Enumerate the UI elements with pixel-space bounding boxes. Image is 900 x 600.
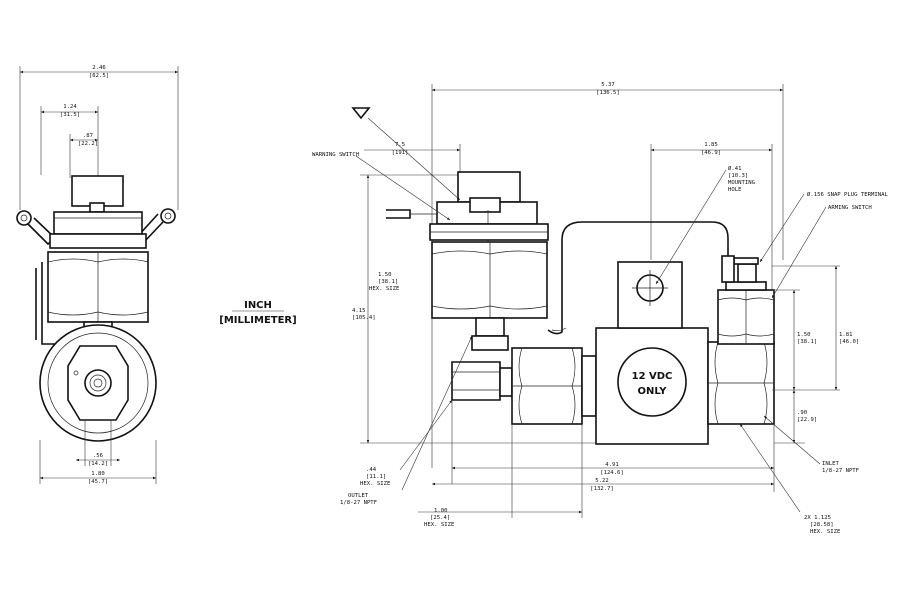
top-cap xyxy=(71,175,124,207)
voltage-label-circle xyxy=(617,347,687,417)
dim-switch-offset-mm: [191] xyxy=(392,150,409,156)
dim-hex-top-note: HEX. SIZE xyxy=(369,286,400,292)
dim-center-height-in: .90 xyxy=(797,410,807,416)
dim-overall-length-mm: [136.5] xyxy=(596,90,620,96)
dim-hex-outlet-mm: [11.1] xyxy=(366,474,386,480)
dim-hex-top-in: 1.50 xyxy=(378,272,391,278)
dim-hex-100-in: 1.00 xyxy=(434,508,447,514)
dim-inner-width-in: .87 xyxy=(83,133,93,139)
dim-arming-height-mm: [46.0] xyxy=(839,339,859,345)
outlet-label: OUTLET xyxy=(348,493,369,499)
dim-port-width-in: .56 xyxy=(93,453,103,459)
warning-switch-label: WARNING SWITCH xyxy=(312,152,359,158)
voltage-label-only: ONLY xyxy=(638,386,668,397)
dim-hex-2x-in: 2X 1.125 xyxy=(804,515,831,521)
outlet-elbow xyxy=(451,361,501,401)
dim-overall-height-mm: [105.4] xyxy=(352,315,376,321)
mounting-hole-l2: HOLE xyxy=(728,187,742,193)
dim-overall-length-in: 5.37 xyxy=(601,82,614,88)
dim-hole-offset-in: 1.85 xyxy=(704,142,717,148)
dim-base-width-in: 1.80 xyxy=(91,471,104,477)
dim-switch-offset-in: 7.5 xyxy=(395,142,405,148)
dim-hex-100-mm: [25.4] xyxy=(430,515,450,521)
dim-hex-2x-note: HEX. SIZE xyxy=(810,529,841,535)
snap-plug-label: Ø.156 SNAP PLUG TERMINAL xyxy=(807,191,888,198)
dim-inner-width-mm: [22.2] xyxy=(78,141,98,147)
switch-body xyxy=(53,211,143,235)
dim-hole-offset-mm: [46.9] xyxy=(701,150,721,156)
dim-hex-2x-mm: [28.58] xyxy=(810,522,834,528)
dim-hex-top-mm: [38.1] xyxy=(378,279,398,285)
datum-triangle-icon xyxy=(351,107,371,120)
mounting-hole-mm: [10.3] xyxy=(728,173,748,179)
dim-inlet-height-mm: [38.1] xyxy=(797,339,817,345)
dim-overall-height-in: 4.15 xyxy=(352,308,365,314)
dim-hex-outlet-in: .44 xyxy=(366,467,377,473)
units-inch: INCH xyxy=(244,300,272,311)
dim-length-491-mm: [124.6] xyxy=(600,470,624,476)
dim-length-522-in: 5.22 xyxy=(595,478,608,484)
inlet-label: INLET xyxy=(822,461,839,467)
inlet-thread: 1/8-27 NPTF xyxy=(822,468,860,474)
dim-overall-width-in: 2.46 xyxy=(92,65,105,71)
left-terminal-eye xyxy=(16,210,32,226)
mounting-hole-dia: Ø.41 xyxy=(728,165,741,172)
dim-half-width-in: 1.24 xyxy=(63,104,77,110)
dim-length-522-mm: [132.7] xyxy=(590,486,614,492)
right-terminal-eye xyxy=(160,208,176,224)
voltage-label: 12 VDC xyxy=(632,371,673,382)
dim-hex-outlet-note: HEX. SIZE xyxy=(360,481,391,487)
dim-overall-width-mm: [62.5] xyxy=(89,73,109,79)
warning-switch-cap xyxy=(457,171,521,203)
arming-switch-label: ARMING SWITCH xyxy=(828,205,872,211)
side-view xyxy=(360,84,784,468)
dim-arming-height-in: 1.81 xyxy=(839,332,852,338)
units-millimeter: [MILLIMETER] xyxy=(219,315,296,326)
dim-inlet-height-in: 1.50 xyxy=(797,332,810,338)
dim-base-width-mm: [45.7] xyxy=(88,479,108,485)
dim-length-491-in: 4.91 xyxy=(605,462,618,468)
dim-hex-100-note: HEX. SIZE xyxy=(424,522,455,528)
dim-port-width-mm: [14.2] xyxy=(88,461,108,467)
outlet-thread: 1/8-27 NPTF xyxy=(340,500,378,506)
top-hex-nut xyxy=(431,241,548,319)
mounting-hole-l1: MOUNTING xyxy=(728,180,756,186)
dim-half-width-mm: [31.5] xyxy=(60,112,80,118)
end-view xyxy=(16,66,179,484)
dim-center-height-mm: [22.9] xyxy=(797,417,817,423)
